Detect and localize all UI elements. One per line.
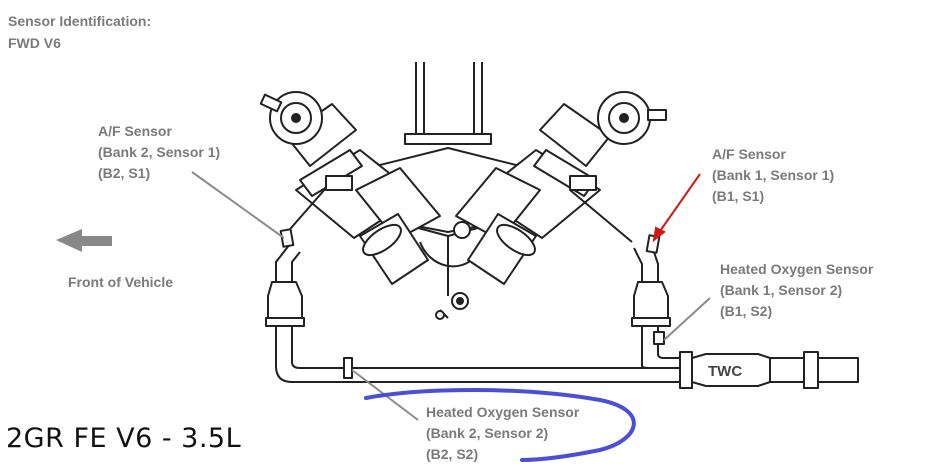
engine-caption: 2GR FE V6 - 3.5L bbox=[6, 423, 242, 454]
label-line: A/F Sensor bbox=[98, 123, 172, 139]
label-heated-oxygen-sensor-bank1: Heated Oxygen Sensor (Bank 1, Sensor 2) … bbox=[720, 259, 873, 322]
label-line: (B2, S1) bbox=[98, 165, 151, 181]
label-line: (Bank 2, Sensor 1) bbox=[98, 144, 221, 160]
label-line: (Bank 1, Sensor 1) bbox=[712, 167, 835, 183]
blue-highlight-stroke bbox=[364, 388, 636, 462]
exhaust-system bbox=[265, 228, 859, 389]
label-line: (Bank 2, Sensor 2) bbox=[426, 425, 549, 441]
label-twc: TWC bbox=[708, 363, 743, 380]
label-line: Heated Oxygen Sensor bbox=[426, 404, 580, 420]
label-line: (B1, S1) bbox=[712, 188, 765, 204]
bank-1-cylinder-head bbox=[455, 91, 667, 285]
label-af-sensor-bank2: A/F Sensor (Bank 2, Sensor 1) (B2, S1) bbox=[98, 121, 220, 184]
header-title: Sensor Identification: bbox=[8, 13, 152, 29]
label-line: (B2, S2) bbox=[426, 446, 479, 462]
label-line: A/F Sensor bbox=[712, 146, 786, 162]
label-line: Heated Oxygen Sensor bbox=[720, 261, 874, 277]
diagram-header: Sensor Identification: FWD V6 bbox=[8, 10, 151, 54]
label-af-sensor-bank1: A/F Sensor (Bank 1, Sensor 1) (B1, S1) bbox=[712, 144, 834, 207]
front-arrow-icon bbox=[56, 229, 112, 252]
header-subtitle: FWD V6 bbox=[8, 35, 61, 51]
label-line: (B1, S2) bbox=[720, 303, 773, 319]
label-front-of-vehicle: Front of Vehicle bbox=[68, 274, 174, 290]
bank-2-cylinder-head bbox=[259, 91, 441, 285]
label-line: (Bank 1, Sensor 2) bbox=[720, 282, 843, 298]
label-heated-oxygen-sensor-bank2: Heated Oxygen Sensor (Bank 2, Sensor 2) … bbox=[426, 402, 579, 465]
red-arrow-icon bbox=[652, 173, 701, 243]
